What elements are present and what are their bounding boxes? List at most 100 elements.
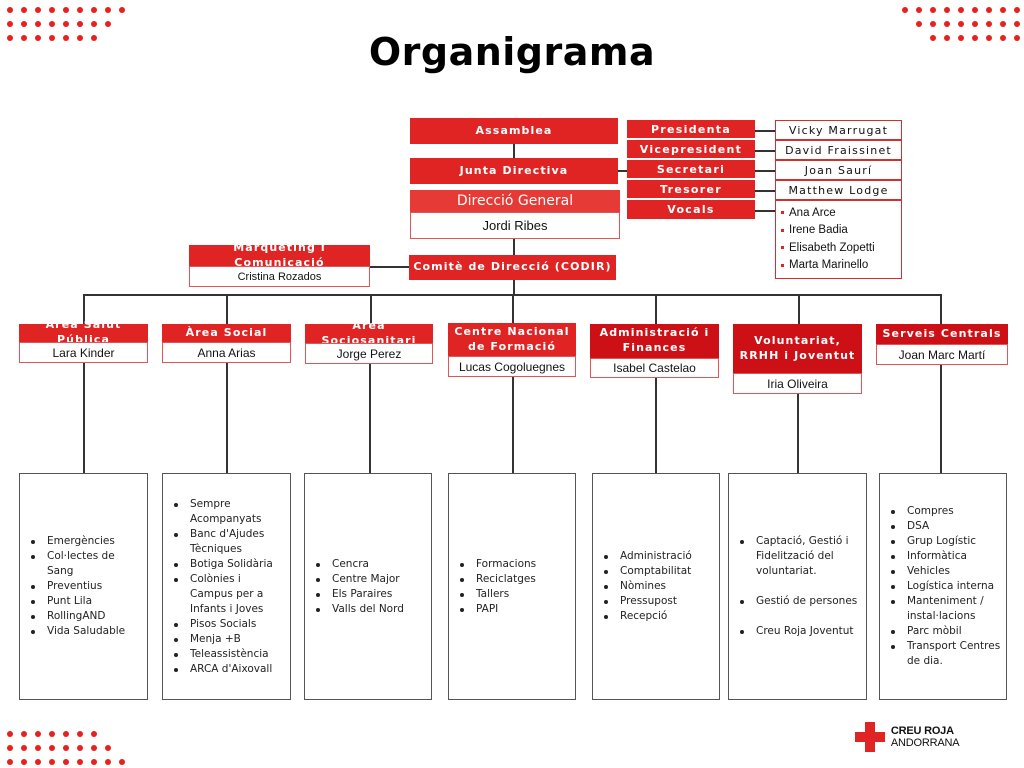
- task-item: Comptabilitat: [593, 564, 719, 579]
- decor-dot: [35, 21, 41, 27]
- decor-dot: [7, 745, 13, 751]
- board-role-tresorer: Tresorer: [627, 180, 755, 200]
- decor-dot: [1014, 7, 1020, 13]
- board-person: Vicky Marrugat: [775, 120, 902, 140]
- decor-dot: [21, 759, 27, 765]
- decor-dot: [1014, 21, 1020, 27]
- task-item: Parc mòbil: [880, 624, 1006, 639]
- decor-dot: [35, 759, 41, 765]
- task-item: Grup Logístic: [880, 534, 1006, 549]
- board-person: Matthew Lodge: [775, 180, 902, 200]
- task-item: Manteniment / instal·lacions: [880, 594, 1006, 624]
- board-person: Joan Saurí: [775, 160, 902, 180]
- decor-dot: [21, 731, 27, 737]
- area-head: Isabel Castelao: [590, 358, 719, 378]
- decor-dot: [972, 21, 978, 27]
- decor-dot: [63, 759, 69, 765]
- task-item: Emergències: [20, 534, 147, 549]
- decor-dot: [35, 731, 41, 737]
- decor-dot: [916, 21, 922, 27]
- decor-dot: [49, 7, 55, 13]
- decor-dot: [91, 731, 97, 737]
- decor-dot: [972, 35, 978, 41]
- decor-dot: [63, 745, 69, 751]
- decor-dot: [49, 21, 55, 27]
- decor-dot: [77, 745, 83, 751]
- task-item: Teleassistència: [163, 647, 290, 662]
- marqueting-name: Cristina Rozados: [189, 266, 370, 287]
- bullet-icon: [781, 228, 784, 232]
- vocal-item: Ana Arce: [781, 204, 901, 222]
- decor-dot: [105, 21, 111, 27]
- decor-dot: [63, 731, 69, 737]
- area-title: Administració i Finances: [590, 324, 719, 358]
- task-item: Menja +B: [163, 632, 290, 647]
- vocal-item: Elisabeth Zopetti: [781, 239, 901, 257]
- decor-dot: [916, 7, 922, 13]
- decor-dot: [49, 759, 55, 765]
- bullet-icon: [781, 211, 784, 215]
- area-title: Centre Nacional de Formació: [448, 323, 576, 356]
- decor-dot: [21, 21, 27, 27]
- decor-dot: [77, 731, 83, 737]
- decor-dot: [63, 21, 69, 27]
- logo-text-bold: CREU ROJA: [890, 725, 954, 737]
- decor-dot: [7, 35, 13, 41]
- decor-dot: [63, 7, 69, 13]
- decor-dot: [1000, 7, 1006, 13]
- direccio-general-title: Direcció General: [410, 190, 620, 212]
- decor-dot: [986, 7, 992, 13]
- vocal-item: Irene Badia: [781, 222, 901, 240]
- decor-dot: [7, 759, 13, 765]
- decor-dot: [105, 7, 111, 13]
- task-item: Botiga Solidària: [163, 557, 290, 572]
- decor-dot: [77, 35, 83, 41]
- area-head: Iria Oliveira: [733, 373, 862, 394]
- decor-dot: [958, 21, 964, 27]
- board-role-secretari: Secretari: [627, 160, 755, 180]
- task-item: Captació, Gestió i Fidelització del volu…: [729, 534, 866, 579]
- task-item: Nòmines: [593, 579, 719, 594]
- page-title: Organigrama: [368, 30, 656, 74]
- decor-dot: [35, 745, 41, 751]
- decor-dot: [972, 7, 978, 13]
- decor-dot: [902, 7, 908, 13]
- decor-dot: [986, 35, 992, 41]
- decor-dot: [91, 745, 97, 751]
- area-head: Lara Kinder: [19, 342, 148, 363]
- task-item: Cencra: [305, 557, 431, 572]
- decor-dot: [958, 35, 964, 41]
- codir-box: Comitè de Direcció (CODIR): [409, 255, 616, 280]
- task-item: PAPI: [449, 602, 575, 617]
- decor-dot: [944, 21, 950, 27]
- area-title: Voluntariat, RRHH i Joventut: [733, 324, 862, 373]
- task-item: Administració: [593, 549, 719, 564]
- task-item: Valls del Nord: [305, 602, 431, 617]
- vocal-item: Marta Marinello: [781, 257, 901, 275]
- bullet-icon: [781, 246, 784, 250]
- task-item: Colònies i Campus per a Infants i Joves: [163, 572, 290, 617]
- task-item: Recepció: [593, 609, 719, 624]
- area-head: Jorge Perez: [305, 343, 433, 364]
- logo-text-light: ANDORRANA: [890, 737, 960, 749]
- task-item: Creu Roja Joventut: [729, 624, 866, 639]
- board-role-vicepresident: Vicepresident: [627, 140, 755, 160]
- task-item: Sempre Acompanyats: [163, 497, 290, 527]
- decor-dot: [944, 35, 950, 41]
- board-person: David Fraissinet: [775, 140, 902, 160]
- task-item: Punt Lila: [20, 594, 147, 609]
- area-head: Joan Marc Martí: [876, 344, 1008, 365]
- decor-dot: [49, 745, 55, 751]
- decor-dot: [944, 7, 950, 13]
- decor-dot: [1000, 21, 1006, 27]
- task-item: Banc d'Ajudes Tècniques: [163, 527, 290, 557]
- area-head: Lucas Cogoluegnes: [448, 356, 576, 377]
- area-head: Anna Arias: [162, 342, 291, 363]
- decor-dot: [21, 745, 27, 751]
- decor-dot: [35, 35, 41, 41]
- decor-dot: [1014, 35, 1020, 41]
- task-item: Tallers: [449, 587, 575, 602]
- decor-dot: [105, 745, 111, 751]
- decor-dot: [930, 21, 936, 27]
